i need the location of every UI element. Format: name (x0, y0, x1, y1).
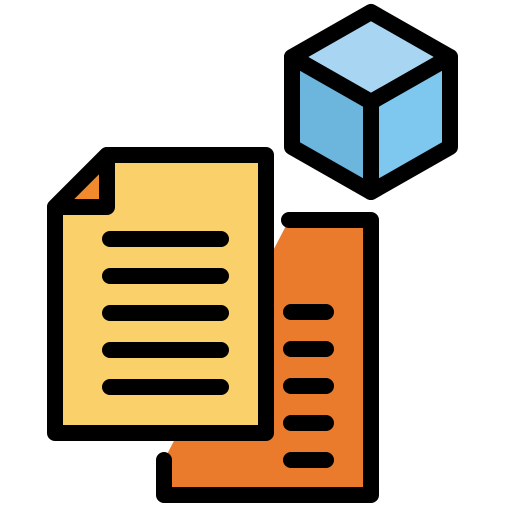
cube-icon (284, 4, 458, 200)
front-document-lines (102, 231, 229, 395)
cube-right-face (363, 49, 458, 200)
back-document-lines (283, 304, 334, 468)
front-document-icon (47, 147, 274, 441)
front-document-folded-corner (47, 147, 115, 215)
